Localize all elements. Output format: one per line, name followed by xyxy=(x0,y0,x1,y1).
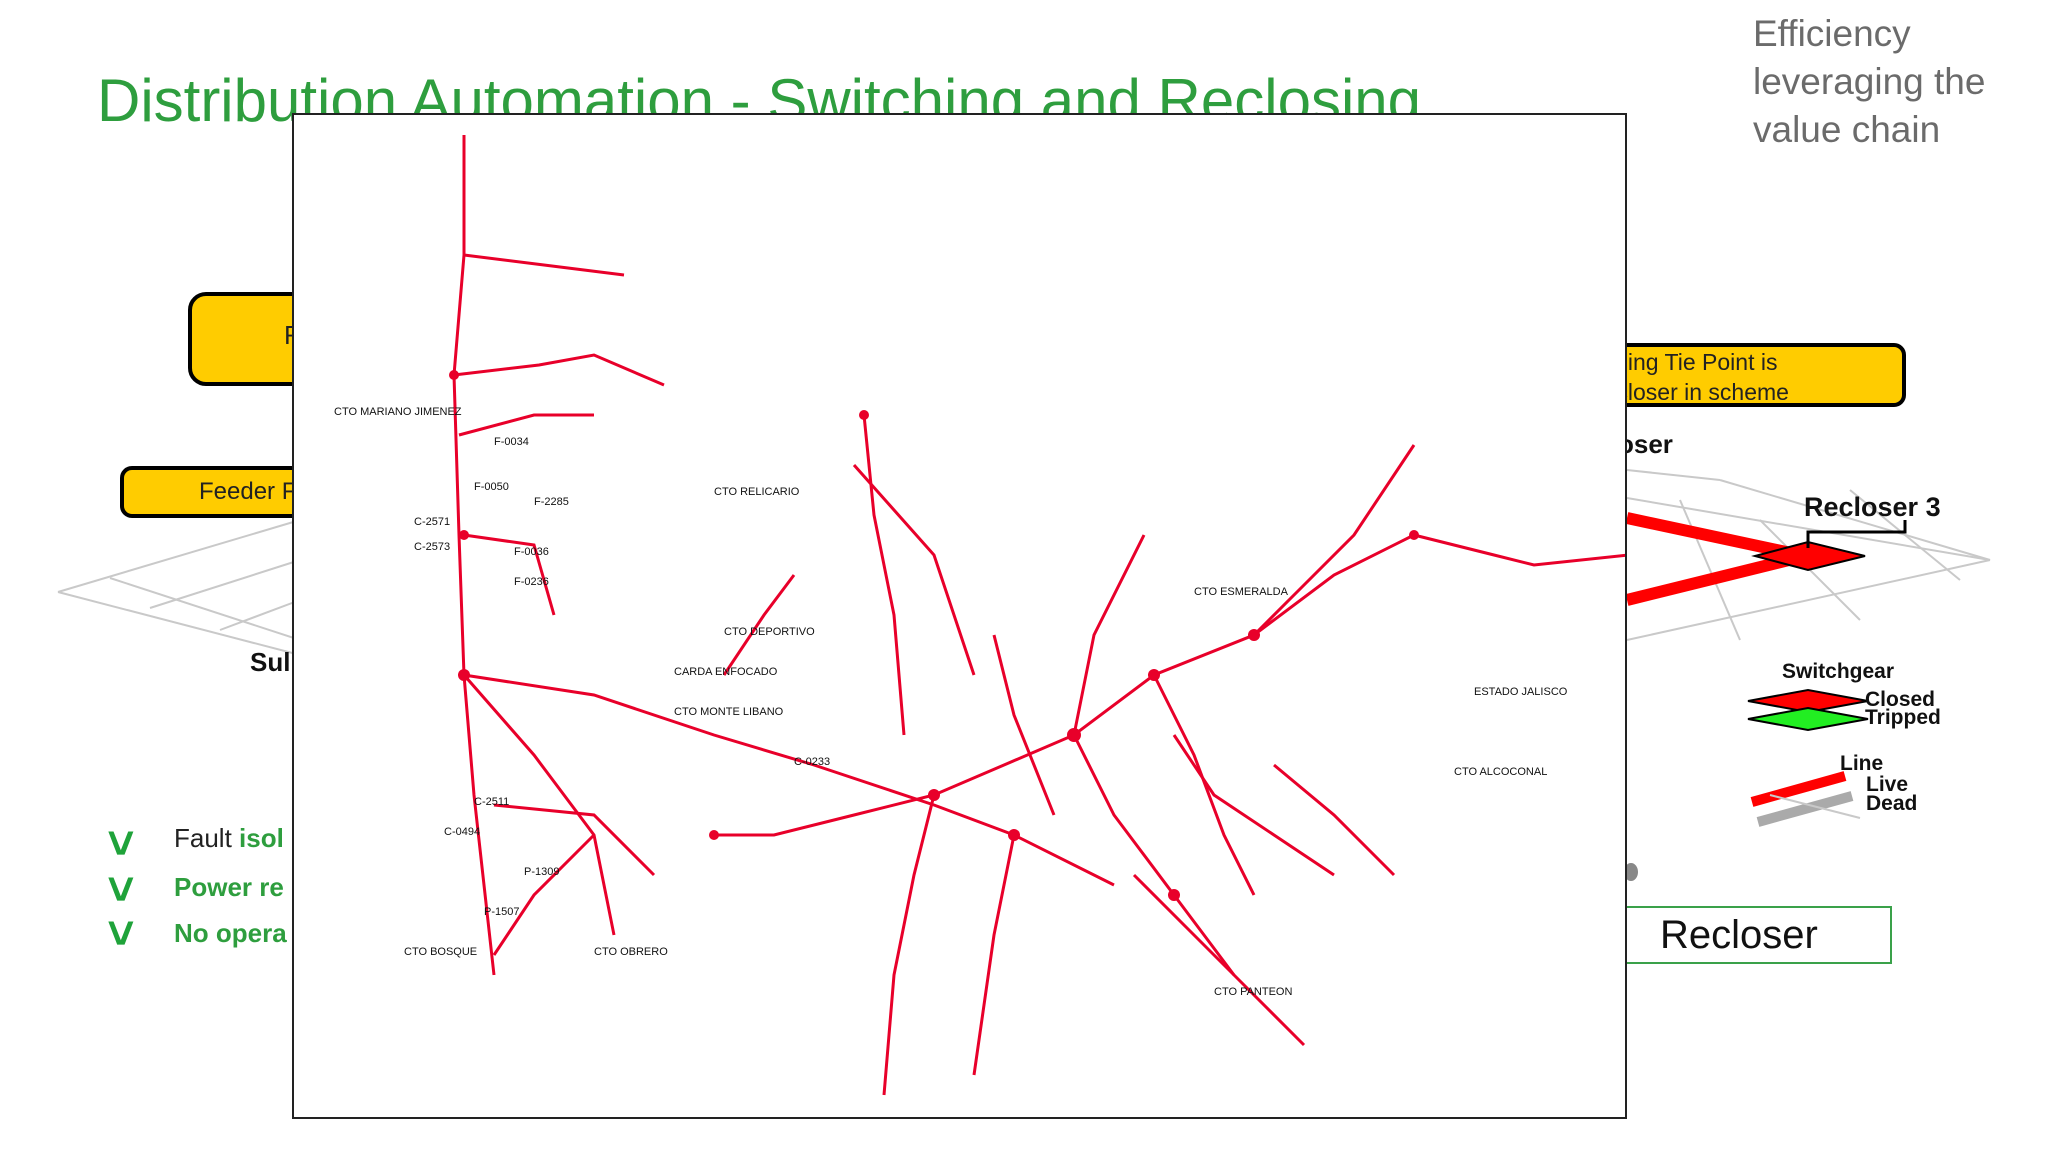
legend-dead-line xyxy=(1756,791,1854,827)
schematic-text-labels: F-0034 F-0050 F-2285 F-0036 C-2571 C-257… xyxy=(334,406,1568,998)
substation-label-partial: Sul xyxy=(250,647,291,677)
legend-tripped-symbol xyxy=(1747,706,1869,732)
legend-tripped-label: Tripped xyxy=(1865,706,1941,729)
schematic-label: F-0050 xyxy=(474,481,509,493)
legend-live-line xyxy=(1750,771,1847,807)
network-nodes xyxy=(449,370,1419,901)
schematic-label: C-2571 xyxy=(414,516,450,528)
grid-left xyxy=(57,519,301,656)
legend-line-label: Line xyxy=(1840,752,1884,775)
schematic-label: F-0236 xyxy=(514,576,549,588)
schematic-label: F-0036 xyxy=(514,546,549,558)
recloser-3-symbol xyxy=(1751,540,1866,572)
schematic-label: CTO RELICARIO xyxy=(714,486,800,498)
recloser-3-leader xyxy=(1806,520,1907,548)
bullet-power-restore: Power re xyxy=(174,872,284,902)
bullet-fault-isolation: Fault isol xyxy=(174,823,284,854)
legend-live-label: Live xyxy=(1866,773,1909,796)
bullet-1-prefix: Fault xyxy=(174,823,240,853)
bullet-1-emphasis: isol xyxy=(239,823,284,853)
schematic-label: CTO ALCOCONAL xyxy=(1454,766,1547,778)
recloser-label-partial: oser xyxy=(1618,429,1673,459)
legend-switchgear-label: Switchgear xyxy=(1782,660,1895,683)
schematic-label: CTO BOSQUE xyxy=(404,946,477,958)
schematic-label: P-1507 xyxy=(484,906,519,918)
legend-dead-label: Dead xyxy=(1866,792,1918,815)
schematic-label: CTO PANTEON xyxy=(1214,986,1292,998)
distribution-network-schematic[interactable]: F-0034 F-0050 F-2285 F-0036 C-2571 C-257… xyxy=(292,113,1627,1119)
schematic-label: C-0233 xyxy=(794,756,830,768)
partial-device-dot xyxy=(1624,863,1638,881)
schematic-label: CTO MONTE LIBANO xyxy=(674,706,784,718)
recloser-3-label: Recloser 3 xyxy=(1804,492,1941,522)
check-icon-3: > xyxy=(95,919,148,947)
callout-feeder-text: Feeder F xyxy=(199,478,297,505)
schematic-label: CTO DEPORTIVO xyxy=(724,626,815,638)
schematic-drawing: F-0034 F-0050 F-2285 F-0036 C-2571 C-257… xyxy=(334,135,1625,1096)
recloser-box: Recloser xyxy=(1624,906,1892,964)
schematic-label: F-0034 xyxy=(494,436,529,448)
live-line-lower xyxy=(1625,550,1807,606)
legend-closed-symbol xyxy=(1747,688,1869,714)
schematic-label: CTO MARIANO JIMENEZ xyxy=(334,406,462,418)
grid-right xyxy=(1626,469,1991,641)
legend-closed-label: Closed xyxy=(1865,688,1936,711)
check-icon-2: > xyxy=(95,875,148,903)
schematic-label: ESTADO JALISCO xyxy=(1474,686,1568,698)
legend-grid-line xyxy=(1769,794,1861,819)
schematic-label: C-2573 xyxy=(414,541,450,553)
schematic-label: P-1309 xyxy=(524,866,559,878)
schematic-label: C-2511 xyxy=(474,796,509,808)
check-icon-1: > xyxy=(95,829,148,857)
bullet-no-operator: No opera xyxy=(174,918,287,948)
schematic-label: F-2285 xyxy=(534,496,569,508)
schematic-label: CARDA ENFOCADO xyxy=(674,666,778,678)
schematic-label: C-0494 xyxy=(444,826,480,838)
schematic-label: CTO OBRERO xyxy=(594,946,668,958)
slide-tagline: Efficiency leveraging the value chain xyxy=(1753,13,1986,150)
schematic-label: CTO ESMERALDA xyxy=(1194,586,1289,598)
